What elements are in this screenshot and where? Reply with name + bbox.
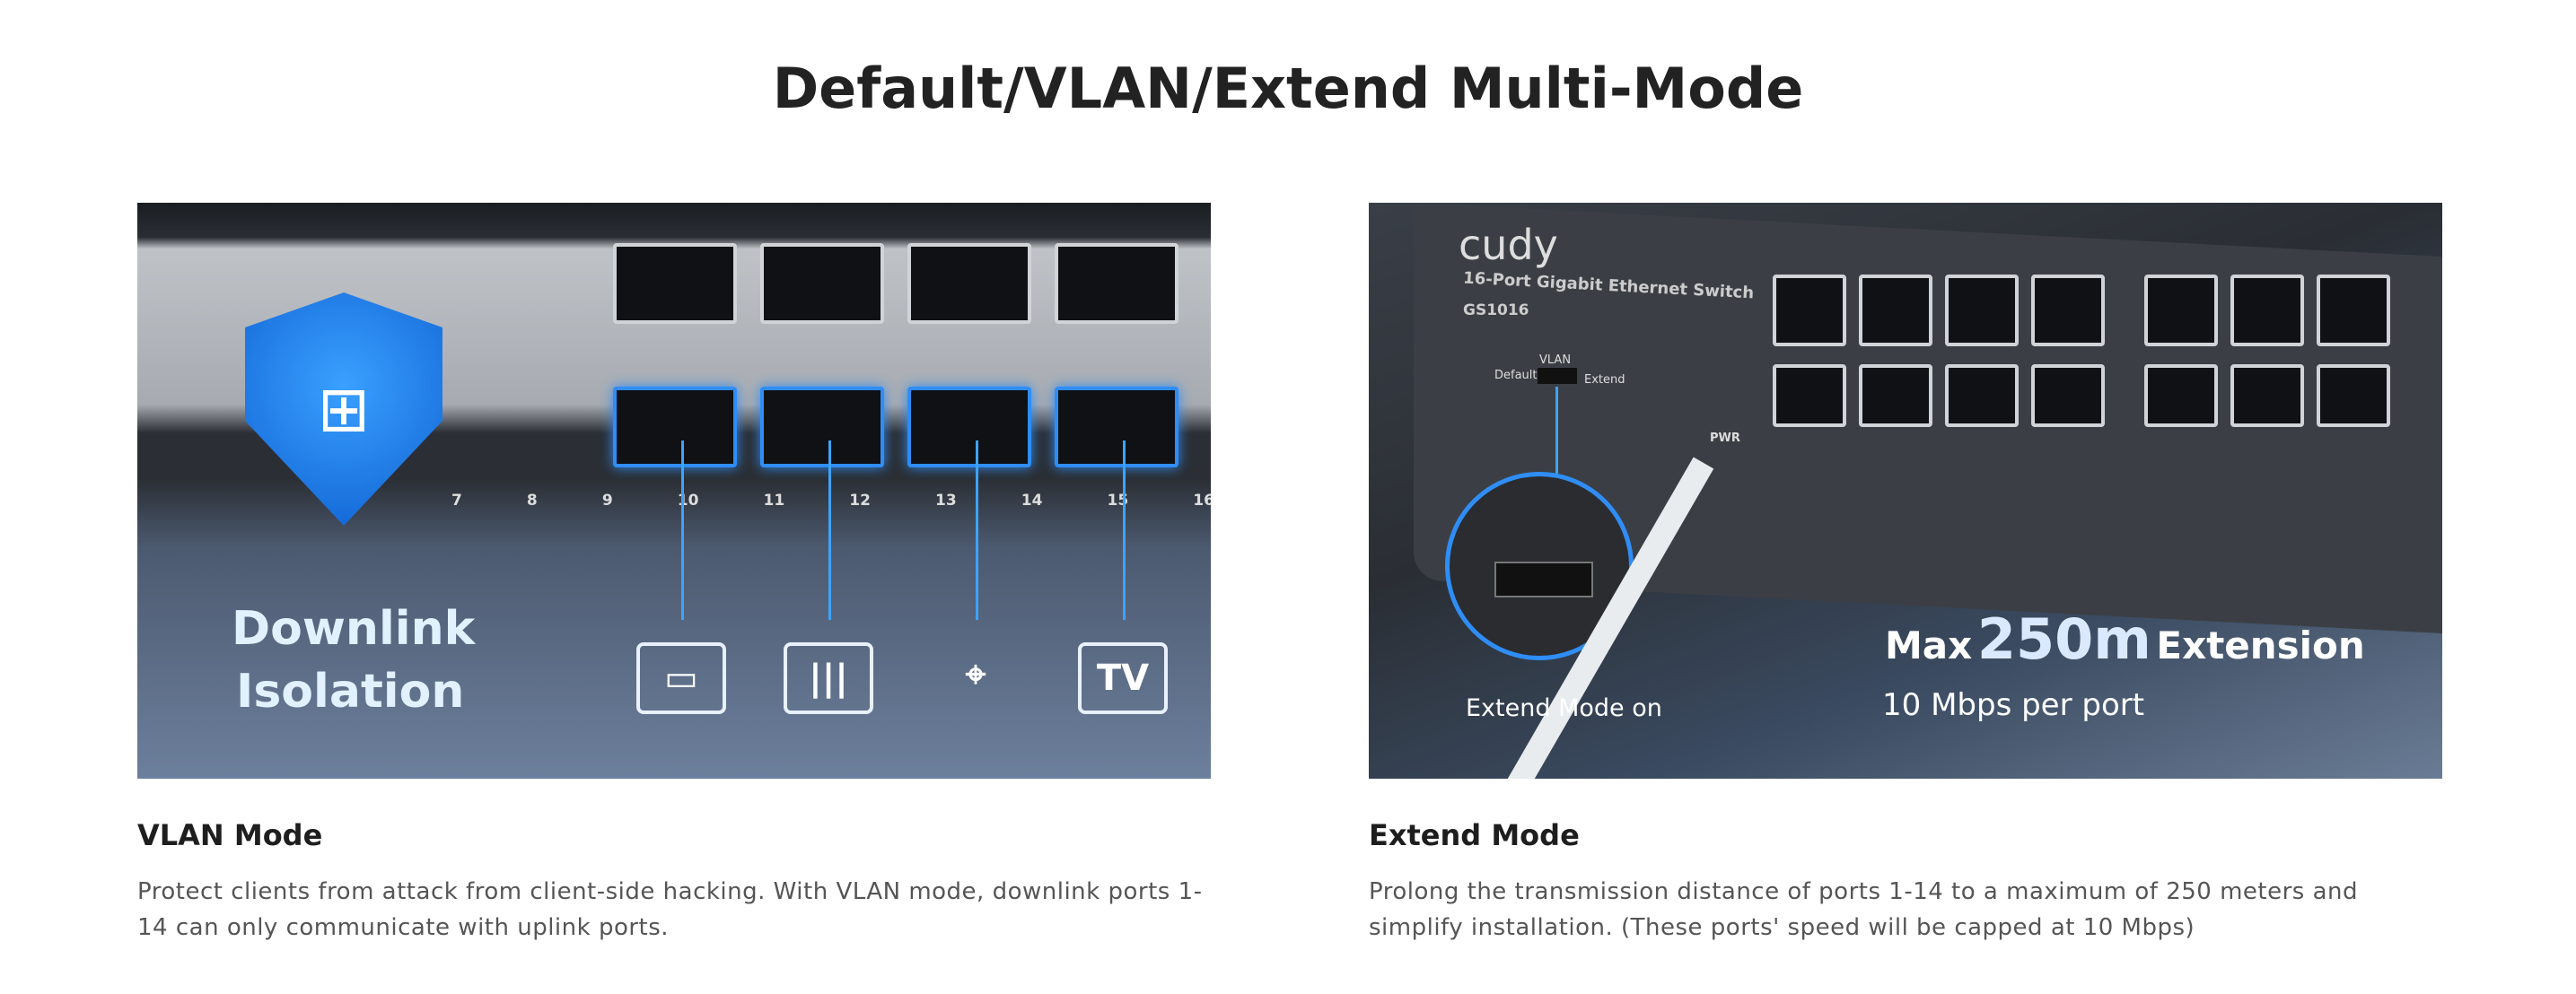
top-ports [613,243,1178,324]
pwr-label: PWR [1710,432,1740,445]
headline-value: 250m [1976,606,2151,672]
port-label: 8 [526,492,538,510]
computer-icon: ▭ [636,642,726,714]
speed-subline: 10 Mbps per port [1882,687,2145,723]
extend-mode-card: cudy 16-Port Gigabit Ethernet Switch GS1… [1369,203,2442,946]
switch-default-label: Default [1494,369,1538,382]
tv-icon: TV [1078,642,1168,714]
vlan-mode-heading: VLAN Mode [137,818,323,852]
port-label: 14 [1021,492,1043,510]
port-label: 12 [849,492,871,510]
model-number: GS1016 [1463,301,1529,319]
page-title: Default/VLAN/Extend Multi-Mode [772,56,1804,121]
highlighted-ports [613,387,1178,467]
port-label: 9 [601,492,613,510]
switch-vlan-label: VLAN [1539,353,1572,367]
overlay-downlink: Downlink [232,602,476,656]
headline-extension: Extension [2156,623,2365,667]
vlan-mode-description: Protect clients from attack from client-… [137,878,1203,941]
headline-max: Max [1885,623,1973,667]
nas-icon: ||| [784,642,873,714]
extend-mode-heading: Extend Mode [1369,818,1580,852]
extend-mode-description: Prolong the transmission distance of por… [1369,878,2359,941]
port-label: 13 [935,492,957,510]
extend-mode-image: cudy 16-Port Gigabit Ethernet Switch GS1… [1369,203,2442,779]
port-label: 11 [763,492,785,510]
port-label: 7 [451,492,462,510]
port-label: 16 [1193,492,1211,510]
shield-ethernet-icon: ⊞ [245,292,442,526]
camera-icon: ⌖ [965,654,986,695]
switch-extend-label: Extend [1584,373,1625,387]
overlay-isolation: Isolation [236,665,465,719]
circle-caption: Extend Mode on [1466,694,1662,722]
brand-logo: cudy [1459,221,1558,269]
